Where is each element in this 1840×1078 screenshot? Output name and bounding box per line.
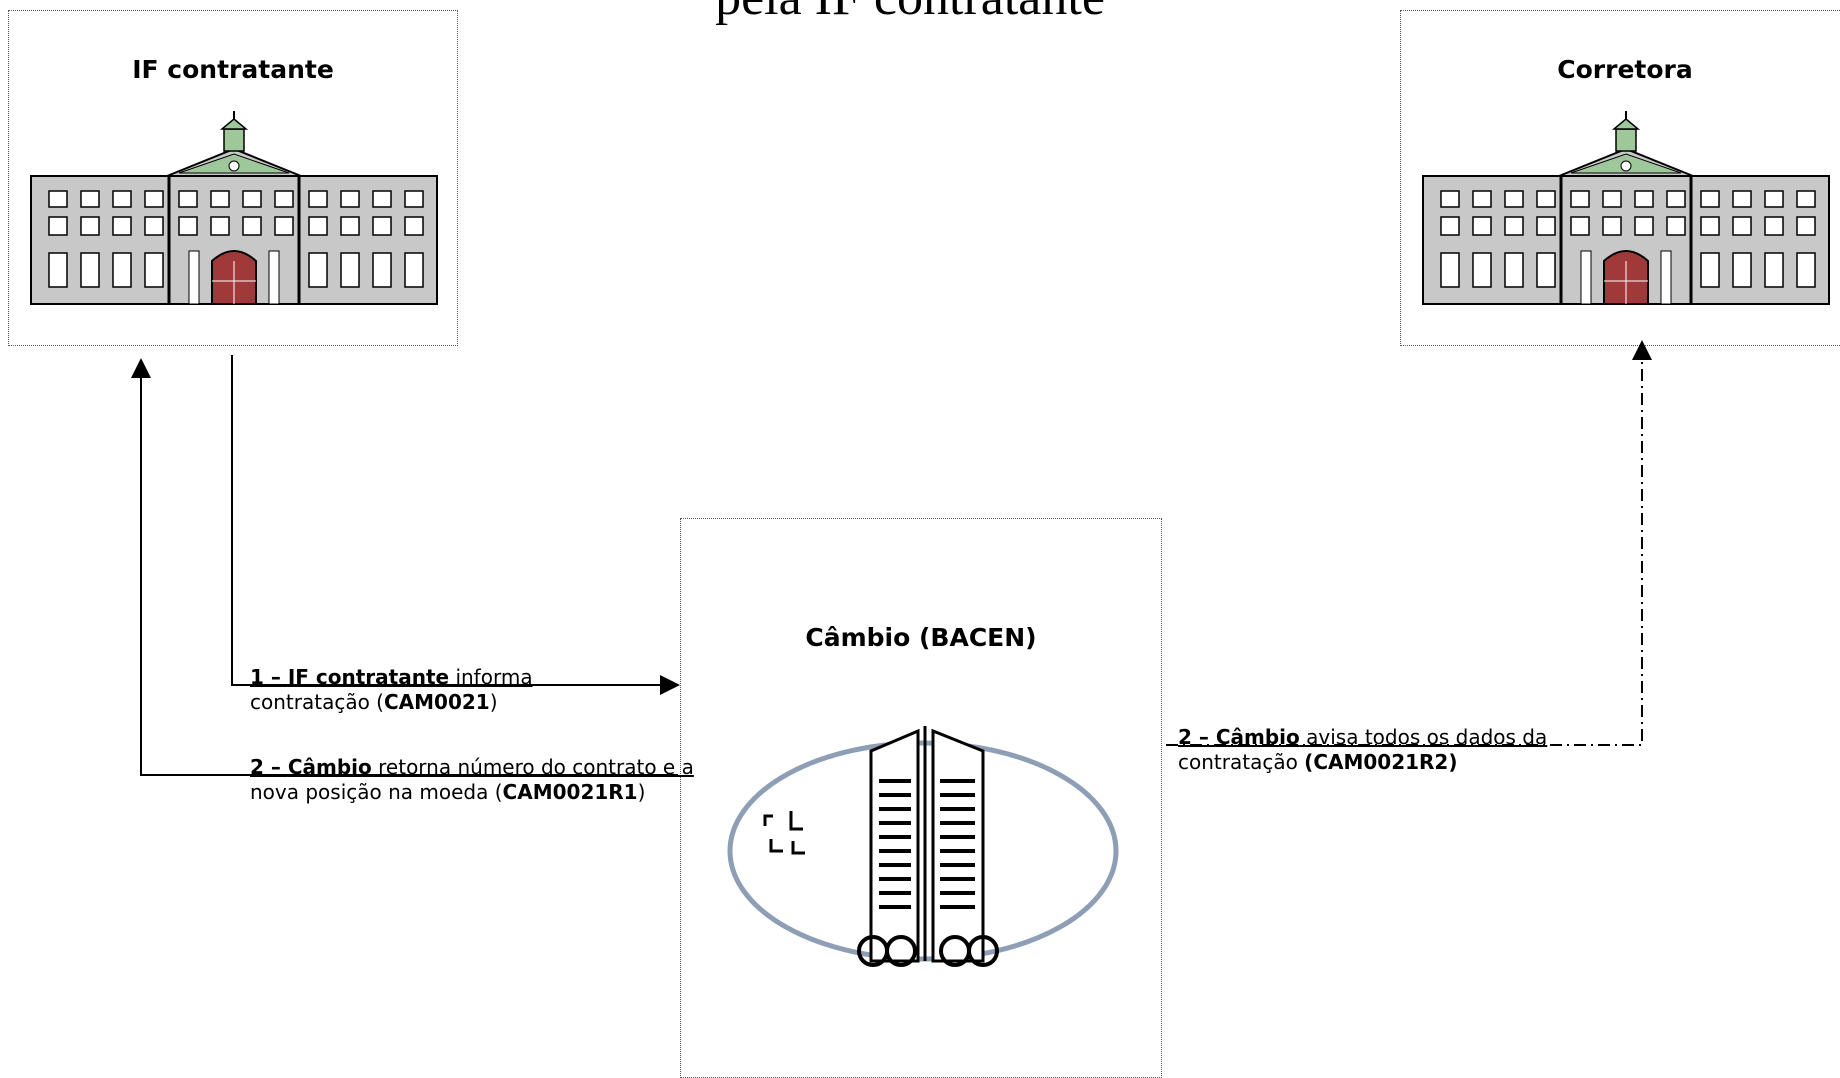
bank-building-icon <box>30 111 438 305</box>
edge-2-right-arrow <box>1166 340 1652 746</box>
edge-2-left-code: CAM0021R1 <box>502 780 638 804</box>
edge-2-left-text1: retorna número do contrato e a <box>371 755 694 779</box>
edge-2-left-close: ) <box>637 780 646 804</box>
edge-1-num: 1 – <box>250 665 288 689</box>
edge-2-right-actor: Câmbio <box>1215 725 1300 749</box>
edge-2-left-num: 2 – <box>250 755 288 779</box>
edge-1-arrow <box>231 355 680 695</box>
cambio-node: Câmbio (BACEN) <box>680 518 1162 1078</box>
edge-2-left-actor: Câmbio <box>287 755 372 779</box>
bank-building-icon <box>1422 111 1830 305</box>
edge-1-close: ) <box>489 690 498 714</box>
edge-1-text1: informa <box>449 665 533 689</box>
cambio-label: Câmbio (BACEN) <box>805 623 1037 652</box>
edge-2-left-label: 2 – Câmbio retorna número do contrato e … <box>250 755 694 805</box>
edge-2-right-code: (CAM0021R2) <box>1304 750 1458 774</box>
edge-1-text2: contratação ( <box>250 690 384 714</box>
edge-1-actor: IF contratante <box>287 665 450 689</box>
edge-1-code: CAM0021 <box>383 690 490 714</box>
edge-2-right-num: 2 – <box>1178 725 1216 749</box>
bacen-logo-icon <box>727 726 1119 967</box>
edge-1-label: 1 – IF contratante informa contratação (… <box>250 665 533 715</box>
edge-2-right-text2: contratação <box>1178 750 1305 774</box>
edge-2-left-text2: nova posição na moeda ( <box>250 780 503 804</box>
edge-2-right-label: 2 – Câmbio avisa todos os dados da contr… <box>1178 725 1547 775</box>
if-contratante-label: IF contratante <box>132 55 334 84</box>
corretora-node: Corretora <box>1400 10 1840 346</box>
connector-layer <box>131 340 1652 776</box>
edge-2-left-arrow <box>131 358 678 776</box>
corretora-label: Corretora <box>1557 55 1693 84</box>
diagram-title: pela IF contratante <box>560 0 1260 30</box>
edge-2-right-text1: avisa todos os dados da <box>1299 725 1548 749</box>
if-contratante-node: IF contratante <box>8 10 458 346</box>
